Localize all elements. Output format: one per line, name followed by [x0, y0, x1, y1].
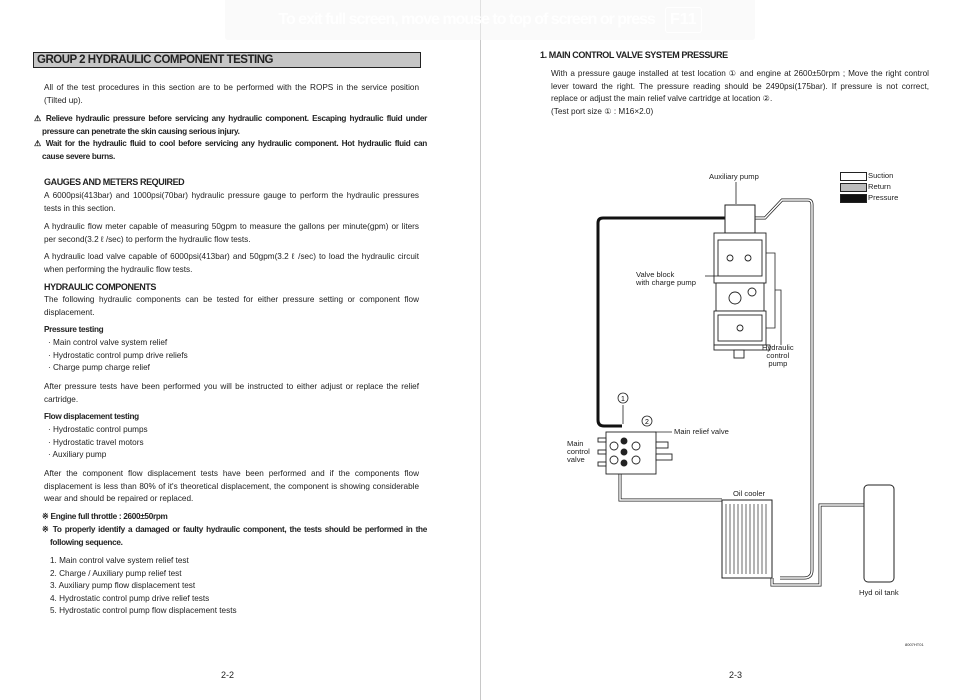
legend-pressure: Pressure	[868, 193, 899, 202]
tank-label: Hyd oil tank	[859, 588, 899, 597]
sequence-item: 2. Charge / Auxiliary pump relief test	[50, 569, 182, 578]
main-control-valve	[597, 431, 673, 475]
legend-return-swatch	[840, 183, 867, 192]
hyd-pump-label: Hydraulic control pump	[762, 343, 794, 368]
pressure-heading: Pressure testing	[44, 325, 104, 334]
flow-heading: Flow displacement testing	[44, 412, 139, 421]
location-2-label: 2	[645, 419, 649, 426]
fullscreen-banner: To exit full screen, move mouse to top o…	[225, 0, 755, 40]
warning-text: Relieve hydraulic pressure before servic…	[42, 114, 427, 136]
page-number: 2-3	[729, 670, 743, 680]
legend-suction: Suction	[868, 171, 894, 180]
f11-key: F11	[664, 7, 702, 33]
legend-return: Return	[868, 182, 891, 191]
left-page: GROUP 2 HYDRAULIC COMPONENT TESTING All …	[0, 0, 480, 700]
sequence-item: 4. Hydrostatic control pump drive relief…	[50, 594, 210, 603]
hyd-oil-tank	[863, 484, 895, 583]
main-relief-label: Main relief valve	[674, 427, 729, 436]
gauges-para: A 6000psi(413bar) and 1000psi(70bar) hyd…	[44, 191, 419, 213]
flow-item: · Hydrostatic travel motors	[48, 438, 144, 447]
valve-block-label: Valve block with charge pump	[636, 270, 696, 287]
intro-paragraph: All of the test procedures in this secti…	[44, 83, 419, 105]
page-divider	[480, 0, 481, 700]
sequence-item: 5. Hydrostatic control pump flow displac…	[50, 606, 237, 615]
note-sequence: ※ To properly identify a damaged or faul…	[42, 525, 427, 547]
oil-cooler	[721, 499, 773, 579]
pressure-item: · Main control valve system relief	[48, 338, 168, 347]
page-number: 2-2	[221, 670, 235, 680]
tank-line	[770, 503, 864, 587]
hydraulic-control-pump	[713, 232, 771, 359]
pressure-after: After pressure tests have been performed…	[44, 382, 419, 404]
section-para: With a pressure gauge installed at test …	[551, 69, 929, 103]
aux-pump-label: Auxiliary pump	[709, 172, 759, 181]
note-throttle: ※ Engine full throttle : 2600±50rpm	[42, 512, 168, 521]
pressure-line	[596, 216, 725, 428]
warning-text: Wait for the hydraulic fluid to cool bef…	[42, 139, 428, 161]
flow-item: · Auxiliary pump	[48, 450, 107, 459]
flow-after: After the component flow displacement te…	[44, 469, 419, 503]
flow-item: · Hydrostatic control pumps	[48, 425, 148, 434]
pressure-item: · Hydrostatic control pump drive reliefs	[48, 351, 188, 360]
mcv-label: Main control valve	[567, 439, 590, 464]
components-para: The following hydraulic components can b…	[44, 295, 419, 317]
group-title: GROUP 2 HYDRAULIC COMPONENT TESTING	[33, 52, 421, 68]
sequence-item: 3. Auxiliary pump flow displacement test	[50, 581, 196, 590]
warning-1: ⚠ Relieve hydraulic pressure before serv…	[34, 114, 427, 136]
legend-suction-swatch	[840, 172, 867, 181]
components-heading: HYDRAULIC COMPONENTS	[44, 282, 157, 292]
pressure-item: · Charge pump charge relief	[48, 363, 150, 372]
gauges-para: A hydraulic flow meter capable of measur…	[44, 222, 419, 244]
test-port-size: (Test port size ① : M16×2.0)	[551, 107, 654, 116]
location-1-label: 1	[621, 396, 625, 403]
banner-message: To exit full screen, move mouse to top o…	[278, 11, 656, 28]
warning-2: ⚠ Wait for the hydraulic fluid to cool b…	[34, 139, 428, 161]
gauges-heading: GAUGES AND METERS REQUIRED	[44, 177, 185, 187]
gauges-para: A hydraulic load valve capable of 6000ps…	[44, 252, 419, 274]
legend-pressure-swatch	[840, 194, 867, 203]
oil-cooler-label: Oil cooler	[733, 489, 766, 498]
section-title: 1. MAIN CONTROL VALVE SYSTEM PRESSURE	[540, 50, 728, 60]
auxiliary-pump	[724, 204, 756, 234]
return-line	[618, 470, 722, 502]
sequence-item: 1. Main control valve system relief test	[50, 556, 189, 565]
figure-code: 8007HT01	[905, 642, 924, 647]
